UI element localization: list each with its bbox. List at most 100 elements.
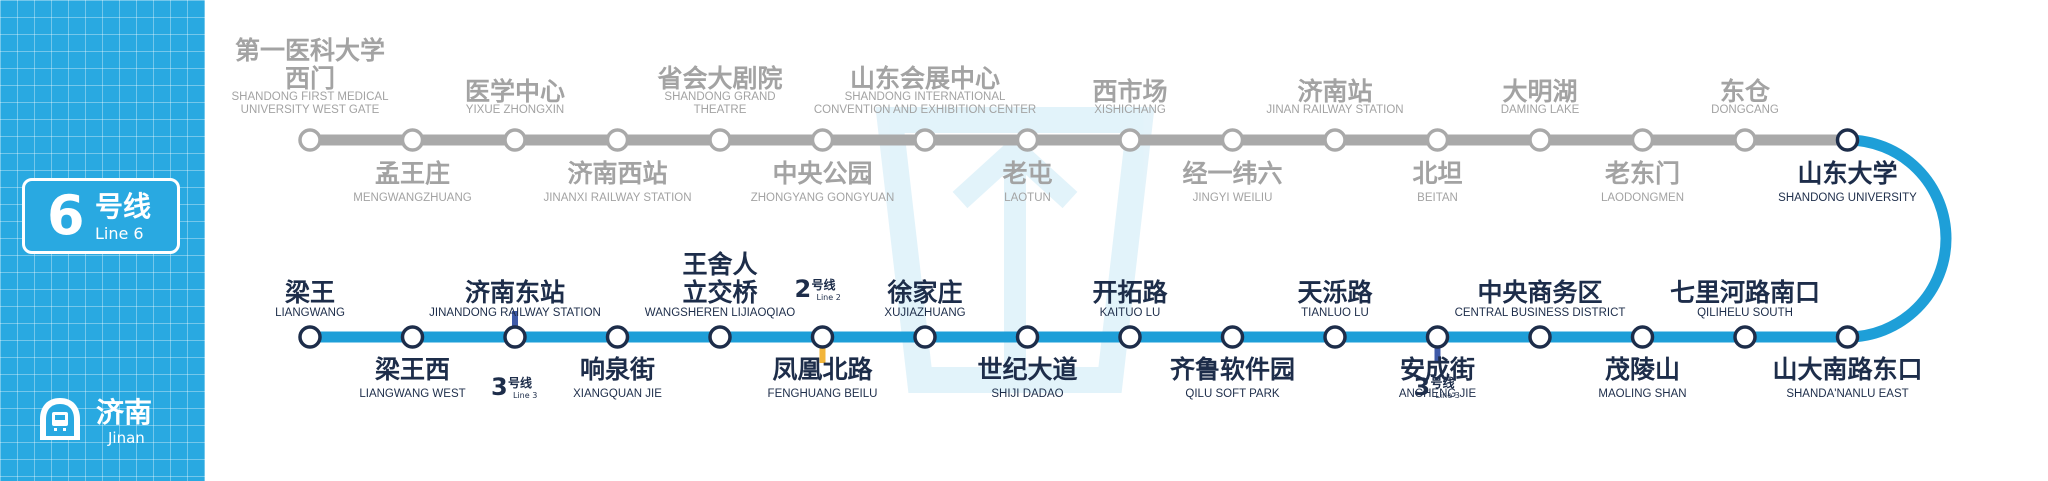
station-marker [400, 128, 425, 152]
loop-track-segment [1847, 134, 1952, 343]
transfer-line-cn: 号线 [811, 278, 836, 292]
station-marker [708, 128, 732, 152]
line-badge: 6 号线 Line 6 [22, 178, 180, 254]
station-name-en: LAOTUN [1004, 192, 1051, 204]
station-marker [1835, 128, 1860, 152]
station-marker [1733, 128, 1757, 152]
station-name-cn: 老屯 [1002, 159, 1053, 188]
station-marker [503, 325, 527, 349]
transfer-line-en: Line 3 [1435, 391, 1460, 400]
station-marker [913, 128, 937, 152]
station-marker [1118, 128, 1142, 152]
station-marker [1220, 325, 1245, 349]
station-name-cn: 西市场 [1092, 77, 1168, 106]
station-name-cn: 老东门 [1604, 159, 1681, 188]
station-name-cn: 天泺路 [1297, 278, 1373, 307]
station-name-en: SHANDONG UNIVERSITY [1778, 192, 1917, 204]
station-name-cn: 徐家庄 [887, 278, 963, 307]
station-name-en: XUJIAZHUANG [884, 307, 966, 319]
transfer-line-cn: 号线 [1430, 376, 1455, 390]
station-name-en: QILIHELU SOUTH [1697, 307, 1793, 319]
station-name-en: QILU SOFT PARK [1185, 388, 1280, 400]
station-name-cn: 王舍人立交桥 [682, 250, 758, 307]
station-markers [298, 128, 1860, 349]
transfer-line-cn: 号线 [508, 376, 533, 390]
station-marker [1015, 128, 1040, 152]
station-name-cn: 中央公园 [772, 159, 873, 188]
station-name-cn: 凤凰北路 [772, 355, 873, 384]
station-marker [605, 128, 630, 152]
station-name-en: CENTRAL BUSINESS DISTRICT [1454, 307, 1626, 319]
station-name-cn: 山东大学 [1797, 159, 1898, 188]
station-name-en: ANCHENG JIE [1398, 388, 1477, 400]
station-name-cn: 梁王 [284, 278, 336, 307]
station-marker [708, 325, 732, 349]
station-name-en: JINAN RAILWAY STATION [1266, 104, 1404, 116]
station-marker [1630, 128, 1655, 152]
station-marker [1425, 128, 1450, 152]
station-marker [810, 128, 835, 152]
station-marker [1630, 325, 1655, 349]
station-marker [503, 128, 527, 152]
station-name-cn: 经一纬六 [1182, 159, 1283, 188]
station-marker [400, 325, 425, 349]
station-marker [605, 325, 630, 349]
station-marker [1118, 325, 1142, 349]
station-name-en: MAOLING SHAN [1598, 388, 1687, 400]
station-name-en: SHANDA'NANLU EAST [1786, 388, 1909, 400]
station-marker [1835, 325, 1860, 349]
station-name-en: LIANGWANG [275, 307, 345, 319]
station-name-cn: 齐鲁软件园 [1169, 355, 1296, 384]
transfer-line-en: Line 2 [816, 293, 841, 302]
station-name-en: LIANGWANG WEST [359, 388, 466, 400]
station-name-en: JINANXI RAILWAY STATION [543, 192, 692, 204]
station-name-cn: 响泉街 [579, 355, 656, 384]
station-name-cn: 东仓 [1719, 77, 1771, 106]
station-name-en: JINGYI WEILIU [1192, 192, 1273, 204]
station-name-cn: 济南东站 [464, 278, 566, 307]
transfer-line-number: 2 [794, 275, 812, 303]
station-name-cn: 省会大剧院 [657, 64, 783, 93]
station-name-en: DAMING LAKE [1500, 104, 1580, 116]
station-name-en: MENGWANGZHUANG [353, 192, 472, 204]
station-marker [913, 325, 937, 349]
line-tracks [310, 134, 1952, 343]
line-number: 6 [47, 184, 85, 247]
station-name-cn: 安成街 [1399, 355, 1476, 384]
station-name-en: BEITAN [1417, 192, 1458, 204]
station-marker [1528, 128, 1552, 152]
station-name-en: XISHICHANG [1094, 104, 1166, 116]
station-name-cn: 孟王庄 [374, 159, 451, 188]
station-name-en: JINANDONG RAILWAY STATION [429, 307, 601, 319]
station-marker [1015, 325, 1040, 349]
station-name-cn: 世纪大道 [977, 355, 1078, 384]
station-marker [298, 325, 322, 349]
station-marker [1528, 325, 1552, 349]
station-name-en: WANGSHEREN LIJIAOQIAO [644, 307, 796, 319]
station-name-cn: 开拓路 [1092, 278, 1168, 307]
station-name-cn: 梁王西 [374, 355, 451, 384]
station-name-cn: 大明湖 [1502, 77, 1578, 106]
station-marker [298, 128, 322, 152]
station-name-cn: 山大南路东口 [1772, 355, 1923, 384]
city-name-cn: 济南 [96, 396, 153, 429]
station-name-en: DONGCANG [1711, 104, 1779, 116]
city-name-en: Jinan [108, 429, 145, 447]
station-marker [1425, 325, 1450, 349]
station-name-en: XIANGQUAN JIE [573, 388, 662, 400]
station-marker [1220, 128, 1245, 152]
station-name-en: SHIJI DADAO [991, 388, 1064, 400]
station-name-en: TIANLUO LU [1301, 307, 1369, 319]
line-name-cn: 号线 [95, 190, 152, 223]
station-name-cn: 茂陵山 [1604, 355, 1681, 384]
station-marker [1323, 325, 1347, 349]
line-sidebar: 6 号线 Line 6 济南 Jinan [0, 0, 205, 481]
metro-train-icon [40, 398, 80, 440]
station-name-cn: 中央商务区 [1477, 278, 1603, 307]
line-name-en: Line 6 [95, 224, 144, 243]
station-name-en: YIXUE ZHONGXIN [465, 104, 565, 116]
